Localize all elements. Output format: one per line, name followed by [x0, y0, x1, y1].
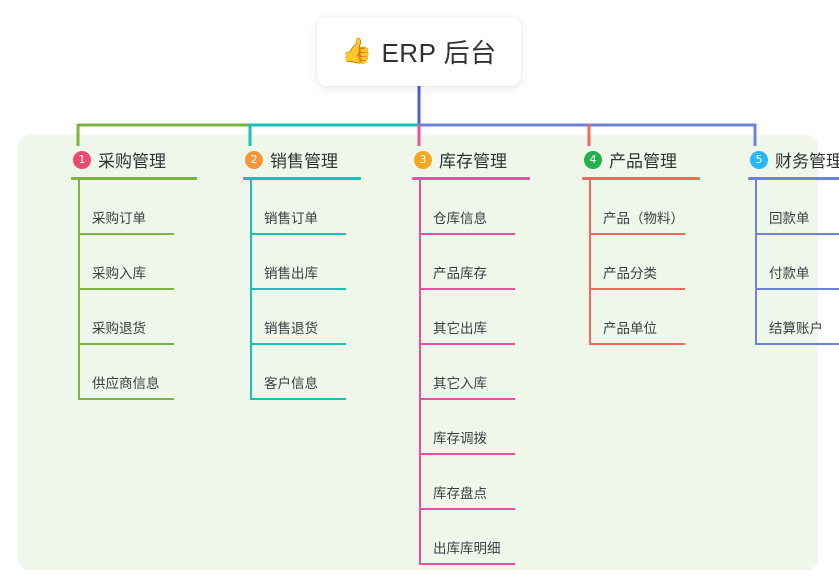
branch-number-badge: 3 [414, 150, 432, 169]
branch-item-rule [419, 233, 515, 235]
branch-header-rule [243, 177, 361, 180]
branches-panel [18, 135, 818, 570]
branch-item[interactable]: 库存调拨 [419, 400, 515, 455]
branch-spine [78, 180, 80, 400]
branch-item-rule [755, 343, 839, 345]
branch-item-label: 库存盘点 [433, 486, 487, 501]
branch-item[interactable]: 采购订单 [78, 180, 174, 235]
branch-header-1[interactable]: 1 采购管理 [73, 147, 166, 172]
branch-item[interactable]: 客户信息 [250, 345, 346, 400]
branch-item-label: 仓库信息 [433, 211, 487, 226]
branch-header-4[interactable]: 4 产品管理 [584, 147, 677, 172]
branch-header-3[interactable]: 3 库存管理 [414, 147, 507, 172]
branch-title: 采购管理 [98, 152, 166, 171]
branch-item-label: 出库库明细 [433, 541, 501, 556]
branch-item[interactable]: 采购退货 [78, 290, 174, 345]
branch-item[interactable]: 销售退货 [250, 290, 346, 345]
branch-item[interactable]: 采购入库 [78, 235, 174, 290]
branch-item-rule [250, 233, 346, 235]
branch-item-rule [78, 343, 174, 345]
branch-number-badge: 2 [245, 150, 263, 169]
branch-item-rule [589, 233, 685, 235]
branch-item-label: 其它入库 [433, 376, 487, 391]
thumbs-up-icon: 👍 [341, 37, 373, 65]
branch-item[interactable]: 供应商信息 [78, 345, 174, 400]
branch-number-badge: 5 [750, 150, 768, 169]
branch-item-label: 产品单位 [603, 321, 657, 336]
branch-item-label: 销售退货 [264, 321, 318, 336]
branch-item-label: 回款单 [769, 211, 810, 226]
branch-item-label: 采购退货 [92, 321, 146, 336]
branch-item[interactable]: 销售出库 [250, 235, 346, 290]
branch-item-label: 产品分类 [603, 266, 657, 281]
branch-header-rule [412, 177, 530, 180]
branch-item-label: 结算账户 [769, 321, 823, 336]
branch-spine [755, 180, 757, 345]
branch-item[interactable]: 仓库信息 [419, 180, 515, 235]
branch-title: 库存管理 [439, 152, 507, 171]
branch-item-rule [78, 398, 174, 400]
branch-item-rule [419, 398, 515, 400]
branch-item-label: 供应商信息 [92, 376, 160, 391]
branch-item-rule [589, 343, 685, 345]
branch-item-rule [755, 233, 839, 235]
branch-spine [250, 180, 252, 400]
branch-item-rule [250, 343, 346, 345]
branch-number-badge: 4 [584, 150, 602, 169]
branch-title: 销售管理 [270, 152, 338, 171]
branch-item[interactable]: 付款单 [755, 235, 839, 290]
branch-item[interactable]: 产品分类 [589, 235, 685, 290]
branch-item-label: 其它出库 [433, 321, 487, 336]
branch-columns: 1 采购管理采购订单采购入库采购退货供应商信息 2 销售管理销售订单销售出库销售退货客… [18, 135, 839, 570]
branch-item-rule [589, 288, 685, 290]
branch-spine [419, 180, 421, 565]
branch-item-rule [250, 398, 346, 400]
branch-header-2[interactable]: 2 销售管理 [245, 147, 338, 172]
branch-title: 产品管理 [609, 152, 677, 171]
branch-spine [589, 180, 591, 345]
branch-title: 财务管理 [775, 152, 839, 171]
branch-header-5[interactable]: 5 财务管理 [750, 147, 839, 172]
branch-item-label: 产品库存 [433, 266, 487, 281]
branch-number-badge: 1 [73, 150, 91, 169]
branch-item[interactable]: 结算账户 [755, 290, 839, 345]
branch-item[interactable]: 产品库存 [419, 235, 515, 290]
branch-item-rule [419, 343, 515, 345]
branch-header-rule [748, 177, 839, 180]
branch-item-label: 采购订单 [92, 211, 146, 226]
branch-item-rule [78, 233, 174, 235]
branch-item-label: 客户信息 [264, 376, 318, 391]
branch-item[interactable]: 出库库明细 [419, 510, 515, 565]
branch-item-rule [250, 288, 346, 290]
branch-item-rule [419, 563, 515, 565]
branch-header-rule [71, 177, 197, 180]
root-node[interactable]: 👍 ERP 后台 [317, 17, 521, 86]
branch-item-rule [755, 288, 839, 290]
branch-item[interactable]: 产品单位 [589, 290, 685, 345]
branch-header-rule [582, 177, 700, 180]
branch-item-label: 采购入库 [92, 266, 146, 281]
branch-item[interactable]: 其它入库 [419, 345, 515, 400]
branch-item-rule [78, 288, 174, 290]
branch-item-rule [419, 288, 515, 290]
branch-item-rule [419, 453, 515, 455]
root-title: ERP 后台 [381, 38, 497, 68]
branch-item[interactable]: 产品（物料） [589, 180, 685, 235]
branch-item-label: 产品（物料） [603, 211, 684, 226]
branch-item-label: 销售出库 [264, 266, 318, 281]
branch-item[interactable]: 其它出库 [419, 290, 515, 345]
branch-item-label: 付款单 [769, 266, 810, 281]
branch-item-label: 销售订单 [264, 211, 318, 226]
branch-item[interactable]: 库存盘点 [419, 455, 515, 510]
branch-item-label: 库存调拨 [433, 431, 487, 446]
branch-item[interactable]: 销售订单 [250, 180, 346, 235]
branch-item[interactable]: 回款单 [755, 180, 839, 235]
branch-item-rule [419, 508, 515, 510]
